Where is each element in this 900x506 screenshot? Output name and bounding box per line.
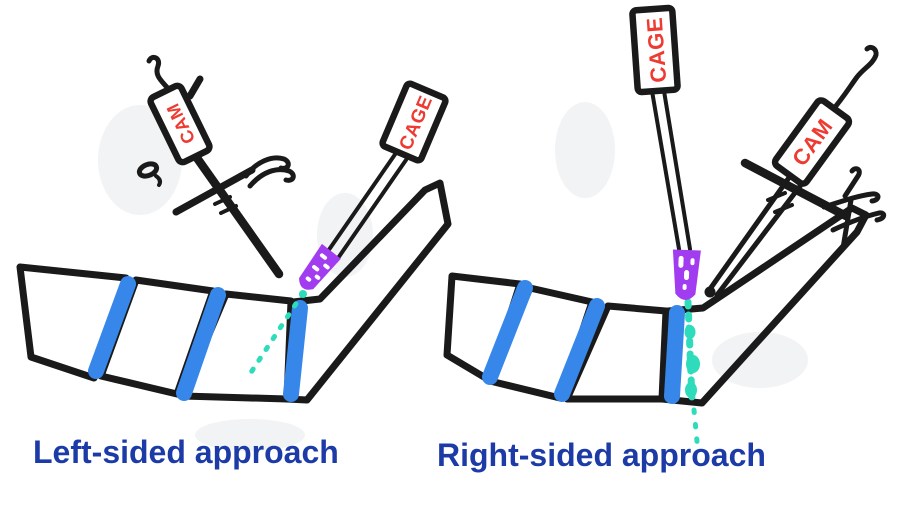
- dial-ring: [136, 161, 160, 179]
- trajectory-dotted-line: [245, 290, 306, 380]
- retractor-tick: [213, 195, 232, 206]
- paper-smudge: [712, 332, 808, 388]
- scope-shaft: [714, 178, 807, 298]
- cage-tip-mark: [682, 283, 687, 290]
- trajectory-splotch: [686, 355, 700, 373]
- paper-smudge: [555, 102, 615, 198]
- left-cage-tool: CAGE: [299, 80, 449, 290]
- retractor-tick: [766, 191, 787, 202]
- cage-tip-mark: [323, 263, 330, 270]
- paper-smudge: [98, 105, 182, 215]
- scope-tip: [704, 286, 716, 298]
- trajectory-splotch: [684, 325, 696, 339]
- retractor-tick: [773, 203, 794, 214]
- cage-tip-mark: [305, 276, 312, 282]
- cam-handle: CAM: [771, 97, 853, 187]
- retractor-hook: [842, 166, 862, 199]
- right-cage-tool: CAGE: [629, 4, 701, 300]
- right-caption: Right-sided approach: [437, 437, 766, 473]
- retractor-cross: [840, 197, 854, 251]
- cam-handle: CAM: [147, 82, 213, 166]
- cage-tip-mark: [690, 258, 695, 266]
- cage-tip-mark: [678, 255, 684, 268]
- cage-handle-body: [379, 80, 449, 164]
- cam-cable: [146, 54, 174, 95]
- cage-tip-mark: [683, 270, 690, 281]
- cage-tip-mark: [314, 274, 321, 280]
- cage-tip: [299, 243, 341, 290]
- cage-shaft: [324, 151, 398, 256]
- disc: [176, 287, 226, 401]
- trajectory-splotch: [685, 382, 697, 398]
- left-spine: [16, 179, 452, 404]
- left-cam-tool: CAM: [136, 54, 296, 279]
- cage-shaft: [662, 89, 692, 251]
- disc: [88, 276, 136, 379]
- paper-smudge: [195, 419, 305, 451]
- retractor-hook: [247, 167, 296, 189]
- retractor-hook: [821, 191, 881, 210]
- disc: [554, 298, 605, 402]
- cage-shaft: [650, 89, 681, 251]
- cage-tip-mark: [319, 253, 328, 260]
- cam-handle-body: [147, 82, 213, 166]
- scope-shaft: [192, 153, 284, 279]
- left-caption: Left-sided approach: [33, 434, 339, 470]
- eyepiece-stub: [186, 75, 204, 100]
- disc-target: [283, 300, 308, 402]
- retractor-tick: [219, 204, 238, 215]
- cage-label: CAGE: [642, 16, 672, 83]
- cage-tip: [672, 249, 701, 300]
- retractor-bar: [172, 166, 256, 216]
- dial-tail: [154, 174, 162, 187]
- left-panel: CAM CAGE Left-sided approach: [16, 54, 452, 470]
- scope-shaft: [707, 169, 796, 292]
- sacrum-wedge: [283, 179, 452, 404]
- retractor: [172, 155, 296, 216]
- cam-handle-body: [771, 97, 853, 187]
- retractor: [740, 158, 887, 251]
- cage-handle: CAGE: [379, 80, 449, 164]
- cage-handle-body: [629, 4, 681, 96]
- trajectory-drip: [299, 290, 307, 298]
- right-spine: [443, 204, 870, 455]
- right-panel: CAGE: [437, 4, 887, 473]
- right-cam-tool: CAM: [704, 44, 887, 298]
- retractor-hook: [243, 155, 291, 179]
- disc-target: [664, 305, 685, 404]
- disc: [482, 280, 533, 385]
- cage-handle: CAGE: [629, 4, 681, 96]
- cage-tip-mark: [312, 264, 320, 272]
- cage-shaft: [334, 158, 408, 263]
- cam-cable: [828, 44, 879, 115]
